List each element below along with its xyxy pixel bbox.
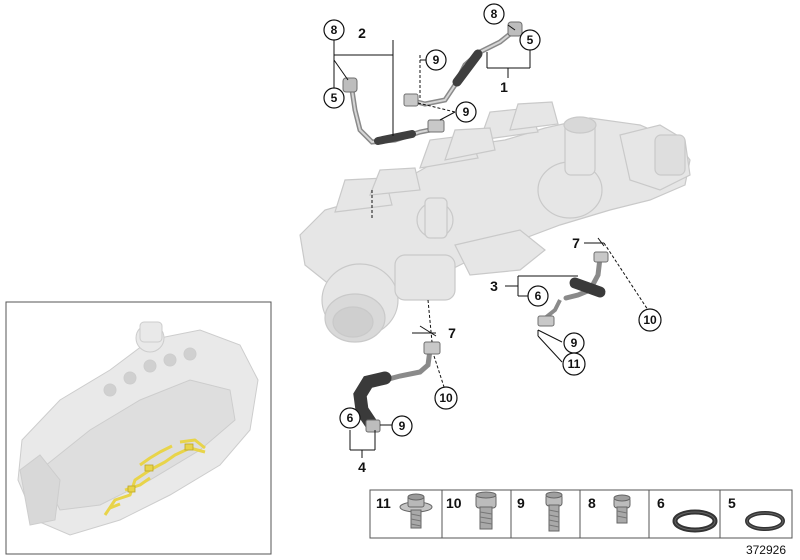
callout-10-lower[interactable]: 10 (434, 386, 458, 410)
small-o-ring-icon (745, 511, 785, 531)
svg-text:9: 9 (517, 495, 525, 511)
group-label-7-lower: 7 (448, 325, 456, 341)
svg-text:9: 9 (399, 419, 406, 433)
callout-8-upper-right[interactable]: 8 (483, 3, 505, 25)
svg-text:6: 6 (347, 411, 354, 425)
svg-text:5: 5 (331, 91, 338, 105)
engine-overview-inset (5, 301, 272, 555)
oil-feed-line-2 (342, 77, 445, 145)
coolant-line-4 (353, 341, 441, 433)
parts-legend: 11 10 9 (369, 489, 793, 539)
group-label-4: 4 (358, 459, 366, 475)
svg-text:9: 9 (571, 336, 578, 350)
callout-6-lower[interactable]: 6 (339, 407, 361, 429)
svg-text:11: 11 (568, 357, 581, 371)
legend-item-11[interactable]: 11 (376, 493, 433, 529)
svg-text:8: 8 (331, 23, 338, 37)
diagram-reference-number: 372926 (746, 543, 786, 557)
group-label-1: 1 (500, 79, 508, 95)
collar-bolt-icon (399, 493, 433, 529)
svg-text:10: 10 (439, 391, 453, 405)
svg-text:9: 9 (463, 105, 470, 119)
group-label-7-right: 7 (572, 235, 580, 251)
hex-socket-bolt-icon (475, 491, 497, 530)
legend-item-8[interactable]: 8 (588, 494, 631, 524)
callout-9-right[interactable]: 9 (563, 332, 585, 354)
svg-text:6: 6 (657, 495, 665, 511)
callout-5-upper-right[interactable]: 5 (519, 29, 541, 51)
callout-9-upper-b[interactable]: 9 (455, 101, 477, 123)
group-label-2: 2 (358, 25, 366, 41)
svg-text:8: 8 (491, 7, 498, 21)
svg-text:10: 10 (446, 495, 462, 511)
large-o-ring-icon (672, 509, 718, 533)
svg-text:6: 6 (535, 289, 542, 303)
torx-bolt-icon (545, 491, 563, 532)
callout-5-upper-left[interactable]: 5 (323, 87, 345, 109)
legend-item-9[interactable]: 9 (517, 491, 563, 532)
callout-9-lower[interactable]: 9 (391, 415, 413, 437)
legend-item-10[interactable]: 10 (446, 491, 497, 530)
exhaust-manifold-turbo-assembly (299, 101, 691, 343)
legend-item-6[interactable]: 6 (657, 495, 718, 533)
group-label-3: 3 (490, 278, 498, 294)
coolant-line-3 (537, 251, 609, 327)
callout-10-right[interactable]: 10 (638, 308, 662, 332)
callout-11-right[interactable]: 11 (562, 352, 586, 376)
legend-item-5[interactable]: 5 (728, 495, 785, 531)
svg-text:10: 10 (643, 313, 657, 327)
svg-text:8: 8 (588, 495, 596, 511)
callout-8-upper-left[interactable]: 8 (323, 19, 345, 41)
svg-text:9: 9 (433, 53, 440, 67)
svg-text:5: 5 (728, 495, 736, 511)
svg-text:5: 5 (527, 33, 534, 47)
callout-6-right[interactable]: 6 (527, 285, 549, 307)
short-torx-bolt-icon (613, 494, 631, 524)
callout-9-upper-a[interactable]: 9 (425, 49, 447, 71)
oil-return-line-1 (403, 21, 523, 107)
svg-text:11: 11 (376, 495, 391, 511)
